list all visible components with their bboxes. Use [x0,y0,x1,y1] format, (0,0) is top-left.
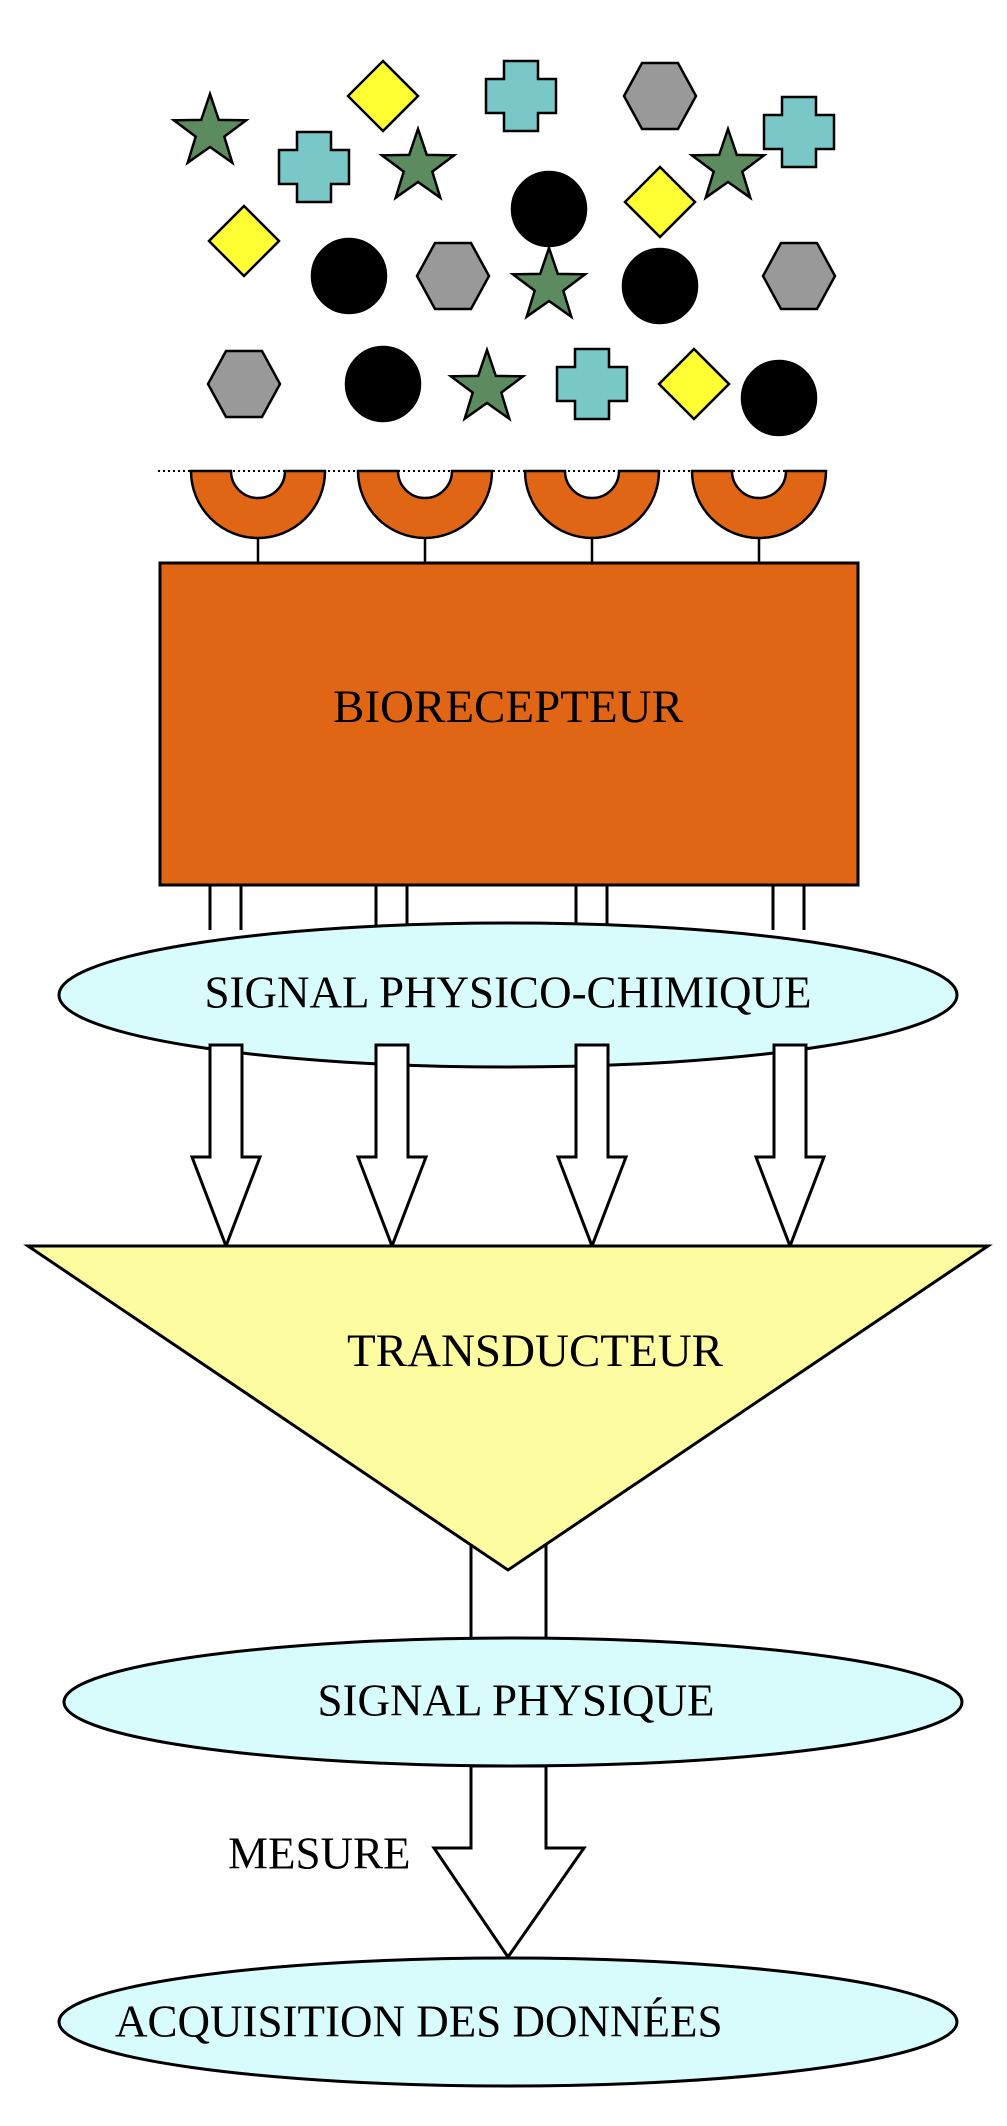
down-arrow-icon [753,1043,827,1251]
down-arrow-icon [555,1043,629,1251]
cross-icon [484,59,558,133]
cross-icon [762,95,836,169]
diamond-icon [623,165,697,239]
hexagon-icon [622,61,698,131]
star-icon [447,346,527,422]
circle-icon [621,247,699,325]
transducer-block: TRANSDUCTEUR [23,1244,993,1572]
star-icon [378,125,458,201]
analyte-molecules [170,59,837,437]
receptor-sites [189,469,828,563]
receptor-cup-icon [523,469,661,540]
cross-icon [277,130,351,204]
receptor-site [523,469,661,563]
circle-icon [310,237,388,315]
bioreceptor-label: BIORECEPTEUR [333,681,684,733]
signal-physicochemical-ellipse [57,921,959,1069]
transducer-label: TRANSDUCTEUR [347,1325,724,1377]
signal-arrows [189,1043,827,1251]
signal-physicochemical-label: SIGNAL PHYSICO-CHIMIQUE [204,967,811,1017]
receptor-site [690,469,828,563]
receptor-site [356,469,494,563]
signal-physical-label: SIGNAL PHYSIQUE [317,1675,714,1725]
hexagon-icon [206,349,282,419]
circle-icon [740,359,818,437]
bioreceptor-box [158,561,860,887]
measure-arrow-shape [431,1764,587,1960]
star-icon [509,244,589,320]
transducer-triangle [23,1244,993,1572]
circle-icon [344,345,422,423]
star-icon [688,125,768,201]
star-icon [170,90,250,166]
hexagon-icon [761,241,837,311]
bioreceptor-block: BIORECEPTEUR [158,561,860,887]
data-acquisition-block: ACQUISITION DES DONNÉES [57,1956,959,2088]
receptor-cup-icon [356,469,494,540]
data-acquisition-label: ACQUISITION DES DONNÉES [115,1996,722,2046]
receptor-cup-icon [189,469,327,540]
circle-icon [510,170,588,248]
hexagon-icon [415,241,491,311]
measure-arrow: MESURE [228,1764,587,1960]
down-arrow-icon [189,1043,263,1251]
data-acquisition-ellipse [57,1956,959,2088]
transducer-signal-connector [469,1545,548,1640]
diamond-icon [207,204,281,278]
receptor-cup-icon [690,469,828,540]
signal-physicochemical-block: SIGNAL PHYSICO-CHIMIQUE [57,921,959,1069]
cross-icon [555,347,629,421]
diamond-icon [346,59,420,133]
measure-label: MESURE [228,1828,411,1878]
receptor-site [189,469,327,563]
diamond-icon [657,347,731,421]
signal-physical-block: SIGNAL PHYSIQUE [62,1636,964,1768]
down-arrow-icon [355,1043,429,1251]
